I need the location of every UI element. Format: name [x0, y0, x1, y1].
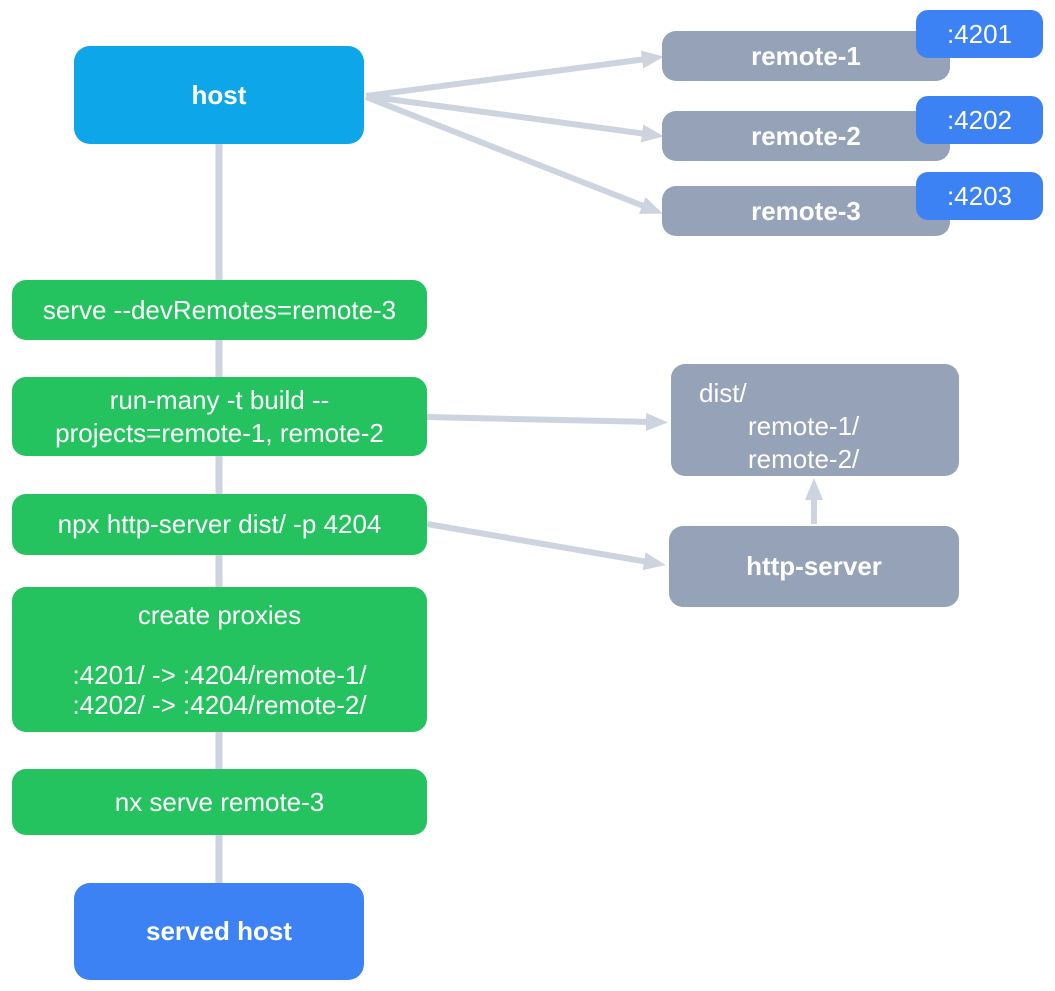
node-remote-3: remote-3 [662, 186, 950, 236]
node-host: host [74, 46, 364, 144]
port-badge-4201: :4201 [916, 10, 1043, 58]
arrow-runmany-to-dist [426, 412, 668, 431]
http-server-label: http-server [746, 551, 882, 581]
step-nx-serve-remote-3-text: nx serve remote-3 [114, 786, 325, 817]
arrow-host-to-remote-2 [365, 93, 664, 143]
step-serve-devremotes: serve --devRemotes=remote-3 [12, 280, 427, 340]
step-serve-devremotes-text: serve --devRemotes=remote-3 [42, 294, 397, 325]
port-4202-label: :4202 [946, 104, 1013, 135]
step-run-many-line2: projects=remote-1, remote-2 [55, 417, 384, 448]
served-host-label: served host [146, 916, 292, 946]
step-run-many-build: run-many -t build -- projects=remote-1, … [12, 377, 427, 456]
dist-root-label: dist/ [699, 378, 747, 408]
proxy-mapping-2: :4202/ -> :4204/remote-2/ [72, 689, 367, 720]
port-4203-label: :4203 [946, 180, 1013, 211]
proxy-mapping-1: :4201/ -> :4204/remote-1/ [72, 659, 367, 690]
node-served-host: served host [74, 883, 364, 980]
step-npx-http-server-text: npx http-server dist/ -p 4204 [57, 509, 382, 539]
step-nx-serve-remote-3: nx serve remote-3 [12, 769, 427, 835]
port-badge-4202: :4202 [916, 96, 1043, 144]
step-npx-http-server: npx http-server dist/ -p 4204 [12, 494, 427, 555]
port-4201-label: :4201 [946, 18, 1013, 49]
dist-child-remote-1: remote-1/ [748, 411, 860, 441]
step-run-many-line1: run-many -t build -- [109, 384, 330, 415]
node-remote-2: remote-2 [662, 111, 950, 161]
step-create-proxies: create proxies :4201/ -> :4204/remote-1/… [12, 587, 427, 732]
node-dist-folder: dist/ remote-1/ remote-2/ [671, 364, 959, 476]
arrow-host-to-remote-3 [364, 94, 663, 214]
arrow-host-to-remote-1 [365, 50, 664, 99]
host-label: host [191, 79, 247, 110]
remote-1-label: remote-1 [751, 40, 861, 71]
dist-child-remote-2: remote-2/ [748, 444, 860, 474]
arrow-npx-to-httpserver [426, 521, 666, 571]
port-badge-4203: :4203 [916, 172, 1043, 220]
remote-3-label: remote-3 [751, 195, 861, 226]
node-remote-1: remote-1 [662, 31, 950, 81]
node-http-server: http-server [669, 526, 959, 607]
create-proxies-title: create proxies [137, 599, 302, 630]
remote-2-label: remote-2 [751, 120, 861, 151]
